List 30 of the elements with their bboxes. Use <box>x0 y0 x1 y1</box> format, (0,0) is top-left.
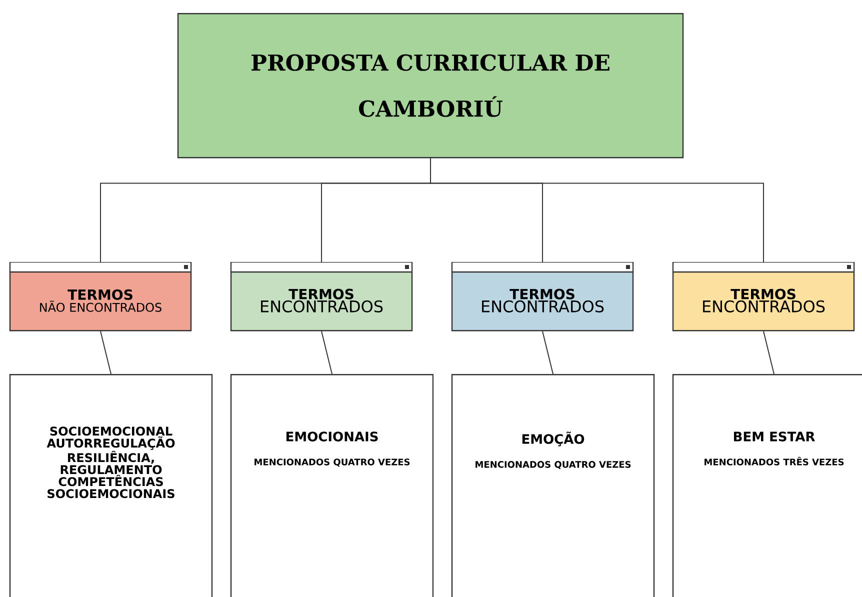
window-box <box>451 262 634 332</box>
connector-line <box>100 330 112 374</box>
count-note: MENCIONADOS TRÊS VEZES <box>704 456 844 466</box>
connector-line <box>542 330 554 374</box>
window-box <box>672 262 855 332</box>
content-box <box>451 374 655 597</box>
title-box <box>177 13 684 158</box>
count-note: MENCIONADOS QUATRO VEZES <box>476 461 631 470</box>
subheading: ENCONTRADOS <box>482 300 604 312</box>
term: EMOCIONAIS <box>286 432 378 442</box>
heading: TERMOS <box>288 288 354 300</box>
term: BEM ESTAR <box>734 432 815 442</box>
heading: TERMOS <box>510 288 574 300</box>
count-note: MENCIONADOS QUATRO VEZES <box>254 458 410 467</box>
term-list: SOCIOEMOCIONAL AUTORREGULAÇÃO RESILIÊNCIA, REGULAMENTO COMPETÊNCIAS SOCIOEMOCIONAIS <box>46 426 175 498</box>
subheading: ENCONTRADOS <box>703 300 825 312</box>
heading: TERMOS <box>68 289 132 300</box>
subheading: ENCONTRADOS <box>261 300 383 312</box>
subheading: NÃO ENCONTRADOS <box>40 300 162 312</box>
connector-line <box>430 158 764 262</box>
term: EMOÇÃO <box>522 432 584 446</box>
connector-line <box>321 330 332 374</box>
window-box <box>9 262 192 332</box>
content-box <box>230 374 434 597</box>
window-box <box>230 262 413 332</box>
heading: TERMOS <box>730 288 796 300</box>
title-text: PROPOSTA CURRICULAR DE CAMBORIÚ <box>252 54 610 117</box>
content-box <box>9 374 213 597</box>
content-box <box>672 374 862 597</box>
connector-line <box>763 330 774 374</box>
